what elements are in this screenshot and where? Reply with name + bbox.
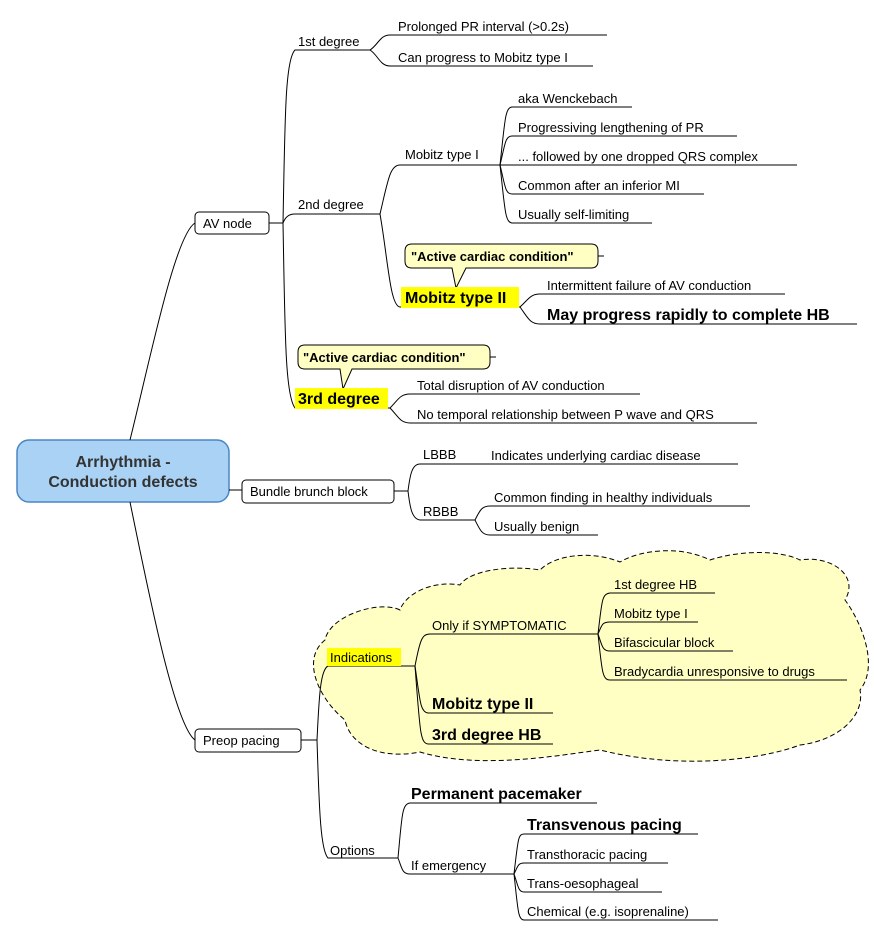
mobitz2-callout-text: "Active cardiac condition" [411,249,574,264]
symptomatic-item-4: Bradycardia unresponsive to drugs [614,664,815,679]
first-degree-item-2: Can progress to Mobitz type I [398,50,568,65]
symptomatic-label: Only if SYMPTOMATIC [432,618,567,633]
emergency-label: If emergency [411,858,487,873]
first-degree-item-1: Prolonged PR interval (>0.2s) [398,19,569,34]
indications-highlight [327,648,401,666]
second-degree-label: 2nd degree [298,197,364,212]
mobitz1-item-4: Common after an inferior MI [518,178,680,193]
av-node-label: AV node [203,216,252,231]
indications-label: Indications [330,650,393,665]
lbbb-label: LBBB [423,447,456,462]
mobitz1-item-3: ... followed by one dropped QRS complex [518,149,758,164]
indications-mobitz2: Mobitz type II [432,696,533,713]
third-degree-item-1: Total disruption of AV conduction [417,378,605,393]
first-degree-label: 1st degree [298,34,359,49]
rbbb-label: RBBB [423,504,458,519]
mobitz2-item-2: May progress rapidly to complete HB [547,307,830,324]
mobitz1-label: Mobitz type I [405,147,479,162]
indications-cloud [313,550,869,762]
permanent-pacemaker: Permanent pacemaker [411,786,582,803]
symptomatic-item-2: Mobitz type I [614,606,688,621]
options-label: Options [330,843,375,858]
emergency-item-3: Trans-oesophageal [527,876,639,891]
mobitz2-highlight [401,287,519,308]
emergency-item-4: Chemical (e.g. isoprenaline) [527,904,689,919]
lbbb-item-1: Indicates underlying cardiac disease [491,448,701,463]
third-degree-label: 3rd degree [298,391,380,408]
third-degree-callout-text: "Active cardiac condition" [303,350,466,365]
mobitz1-item-5: Usually self-limiting [518,207,629,222]
emergency-item-1: Transvenous pacing [527,817,682,834]
mobitz2-label: Mobitz type II [405,290,506,307]
third-degree-highlight [295,388,388,409]
mobitz1-item-2: Progressiving lengthening of PR [518,120,704,135]
mobitz1-item-1: aka Wenckebach [518,91,618,106]
rbbb-item-1: Common finding in healthy individuals [494,490,713,505]
symptomatic-item-1: 1st degree HB [614,577,697,592]
third-degree-item-2: No temporal relationship between P wave … [417,407,714,422]
rbbb-item-2: Usually benign [494,519,579,534]
preop-label: Preop pacing [203,733,280,748]
root-title-line1: Arrhythmia - [75,454,170,471]
mobitz2-item-1: Intermittent failure of AV conduction [547,278,751,293]
root-node[interactable] [16,439,230,503]
symptomatic-item-3: Bifascicular block [614,635,715,650]
mobitz2-callout [404,243,599,290]
bundle-label: Bundle brunch block [250,484,368,499]
root-title-line2: Conduction defects [48,474,197,491]
emergency-item-2: Transthoracic pacing [527,847,647,862]
indications-third-hb: 3rd degree HB [432,727,541,744]
third-degree-callout [297,344,491,391]
